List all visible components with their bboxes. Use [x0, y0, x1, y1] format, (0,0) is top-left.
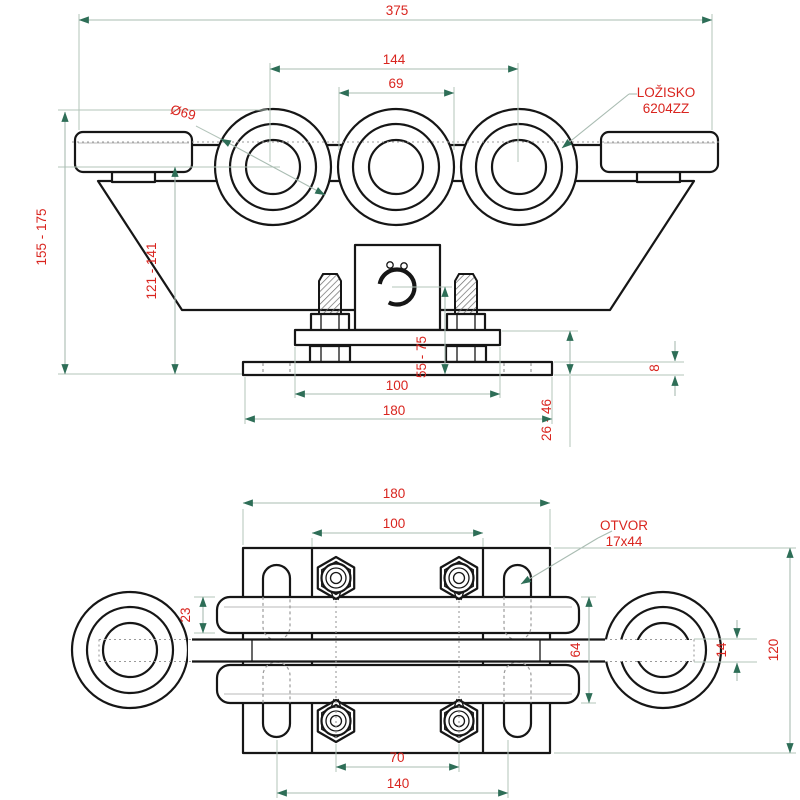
dim-height-center: 121 - 141 — [144, 242, 159, 299]
side-roller-tab-left — [110, 170, 157, 184]
front-view — [58, 107, 720, 377]
plan-view — [70, 546, 723, 755]
dim-base-plate-width: 180 — [383, 403, 406, 418]
base-plate — [241, 360, 554, 377]
dim-plate-thickness: 8 — [647, 364, 662, 372]
front-view-dimensions: 375 144 69 Ø69 LOŽISKO 6204ZZ 155 - 175 … — [34, 3, 713, 447]
side-roller-right — [599, 130, 720, 174]
bolt-right — [445, 273, 487, 333]
upper-bar — [293, 328, 502, 347]
label-hole-1: OTVOR — [600, 518, 648, 533]
dim-roller-diameter: Ø69 — [169, 102, 198, 123]
nut-plan-top-left — [316, 555, 356, 601]
label-bearing-2: 6204ZZ — [643, 101, 690, 116]
rail-bar-bottom — [215, 663, 581, 705]
dim-nut-spacing: 70 — [389, 750, 404, 765]
label-bearing-1: LOŽISKO — [637, 85, 696, 100]
roller-middle — [336, 107, 456, 227]
dim-arm-thickness: 14 — [714, 642, 729, 658]
dim-overall-width: 375 — [386, 3, 409, 18]
side-roller-tab-right — [635, 170, 682, 184]
dim-roller-pitch: 69 — [388, 76, 403, 91]
rail-bar-top — [215, 595, 581, 635]
dim-plan-plate-height: 120 — [766, 639, 781, 662]
roller-right — [459, 107, 579, 227]
plan-view-dimensions: 180 100 OTVOR 17x44 23 64 14 120 70 — [178, 486, 796, 798]
bolt-left — [309, 273, 351, 333]
dim-plan-plate-width: 180 — [383, 486, 406, 501]
dim-slot-spacing: 140 — [387, 776, 410, 791]
axle-arm — [98, 638, 695, 663]
dim-bar-width: 23 — [178, 607, 193, 622]
dim-roller-span: 144 — [383, 52, 406, 67]
dim-plan-inner-width: 100 — [383, 516, 406, 531]
side-roller-left — [73, 130, 194, 174]
guide-roller-plan-left — [70, 590, 190, 710]
label-hole-2: 17x44 — [606, 534, 643, 549]
nut-plan-top-right — [439, 555, 479, 601]
dim-bolt-plate-inner: 100 — [386, 378, 409, 393]
dim-height-shaft: 55 - 75 — [414, 336, 429, 378]
nut-lower-left — [308, 344, 352, 364]
dim-rail-width: 64 — [568, 642, 583, 658]
dim-height-total: 155 - 175 — [34, 208, 49, 265]
nut-lower-right — [444, 344, 488, 364]
